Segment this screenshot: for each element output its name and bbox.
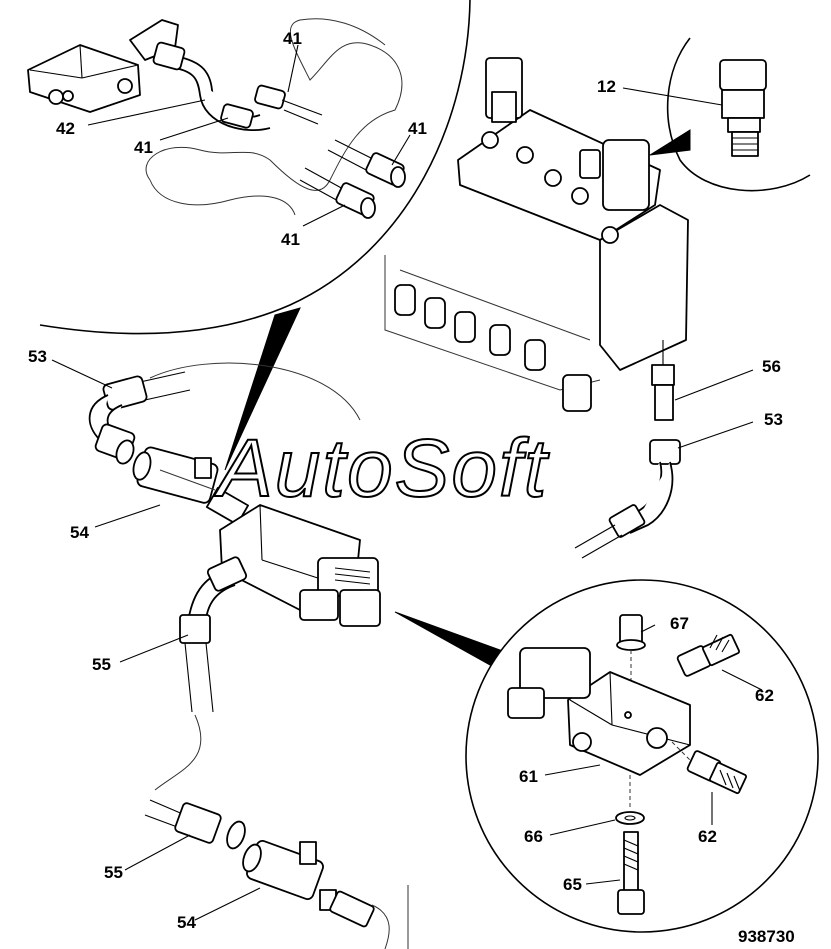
callout-42: 42 [56,119,75,138]
callout-66: 66 [524,827,543,846]
hose-elbow-upper [88,371,191,465]
fitting-62-lower [686,750,747,795]
callout-55: 55 [104,863,123,882]
figure-number: 938730 [738,927,795,946]
callout-62: 62 [755,686,774,705]
inset-pointer [224,307,301,471]
detail-inset-valve [622,37,811,192]
solenoid-valve-inset [27,19,179,113]
callout-56: 56 [762,357,781,376]
inset-pointer-lower [394,611,501,666]
solenoid-valve-main [219,504,381,627]
callout-53: 53 [764,410,783,429]
hose-u-loop [152,41,323,132]
fitting-62-upper [676,633,740,677]
leader-lines [51,359,261,921]
callout-53: 53 [28,347,47,366]
callout-62: 62 [698,827,717,846]
hose-55 [144,556,248,850]
tee-fitting-upper [132,446,249,526]
callout-12: 12 [597,77,616,96]
callout-41: 41 [134,138,153,157]
hose-end-fittings [299,139,406,219]
callout-41: 41 [283,29,302,48]
callout-67: 67 [670,614,689,633]
watermark-text: AutoSoft [213,423,550,514]
callout-61: 61 [519,767,538,786]
tee-fitting-lower [242,840,409,949]
adaptor-and-hose-right [574,340,754,559]
detail-inset-hoses [27,0,471,335]
callout-54: 54 [177,913,196,932]
callout-41: 41 [281,230,300,249]
callout-55: 55 [92,655,111,674]
callout-65: 65 [563,875,582,894]
injection-pump [384,57,689,412]
callout-54: 54 [70,523,89,542]
pressure-valve [719,59,767,157]
callout-41: 41 [408,119,427,138]
detail-inset-valve-block [465,579,819,933]
